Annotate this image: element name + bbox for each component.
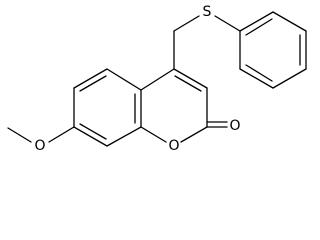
phenylthiomethyl-group xyxy=(173,15,241,70)
bond-c8-c8a xyxy=(106,126,142,147)
double-bond-c7-c8-inner xyxy=(79,123,107,140)
bond-c4-c3 xyxy=(173,68,208,89)
bond-ph4-ph5 xyxy=(272,68,307,89)
bond-c4a-c4 xyxy=(140,68,175,91)
bond-c5-c6 xyxy=(73,68,108,89)
sulfur-atom-label: S xyxy=(203,4,212,20)
bond-c7-c8 xyxy=(73,126,108,147)
bond-omethoxy-ch3 xyxy=(7,127,32,143)
double-bond-c4-c3-inner xyxy=(174,75,202,92)
double-bond-c5-c6-inner xyxy=(79,75,107,92)
molecule-drawing: S O O O xyxy=(7,4,307,154)
bond-ph2-ph3 xyxy=(272,11,307,32)
methoxy-group xyxy=(7,126,75,143)
atom-labels: S O O O xyxy=(34,4,240,154)
bond-s-phenyl xyxy=(214,15,241,32)
methoxy-oxygen-label: O xyxy=(34,138,45,154)
bond-ph5-ph6 xyxy=(239,68,274,89)
double-bond-ph1-ph2-inner xyxy=(245,18,273,36)
bond-ph1-ph2 xyxy=(239,11,274,32)
bond-c2-o1 xyxy=(180,126,208,143)
phenyl-ring xyxy=(239,11,307,89)
bond-o1-c8a xyxy=(140,126,167,143)
structure-diagram: S O O O xyxy=(7,4,307,154)
double-bond-ph5-ph6-inner xyxy=(245,64,273,82)
bond-ch2-s xyxy=(173,15,200,32)
bond-c4a-c5 xyxy=(106,68,142,91)
bond-c7-omethoxy xyxy=(48,126,75,143)
ring-oxygen-label: O xyxy=(168,138,179,154)
benzo-ring xyxy=(73,68,142,147)
carbonyl-oxygen-label: O xyxy=(229,118,240,134)
pyranone-ring xyxy=(140,68,228,143)
